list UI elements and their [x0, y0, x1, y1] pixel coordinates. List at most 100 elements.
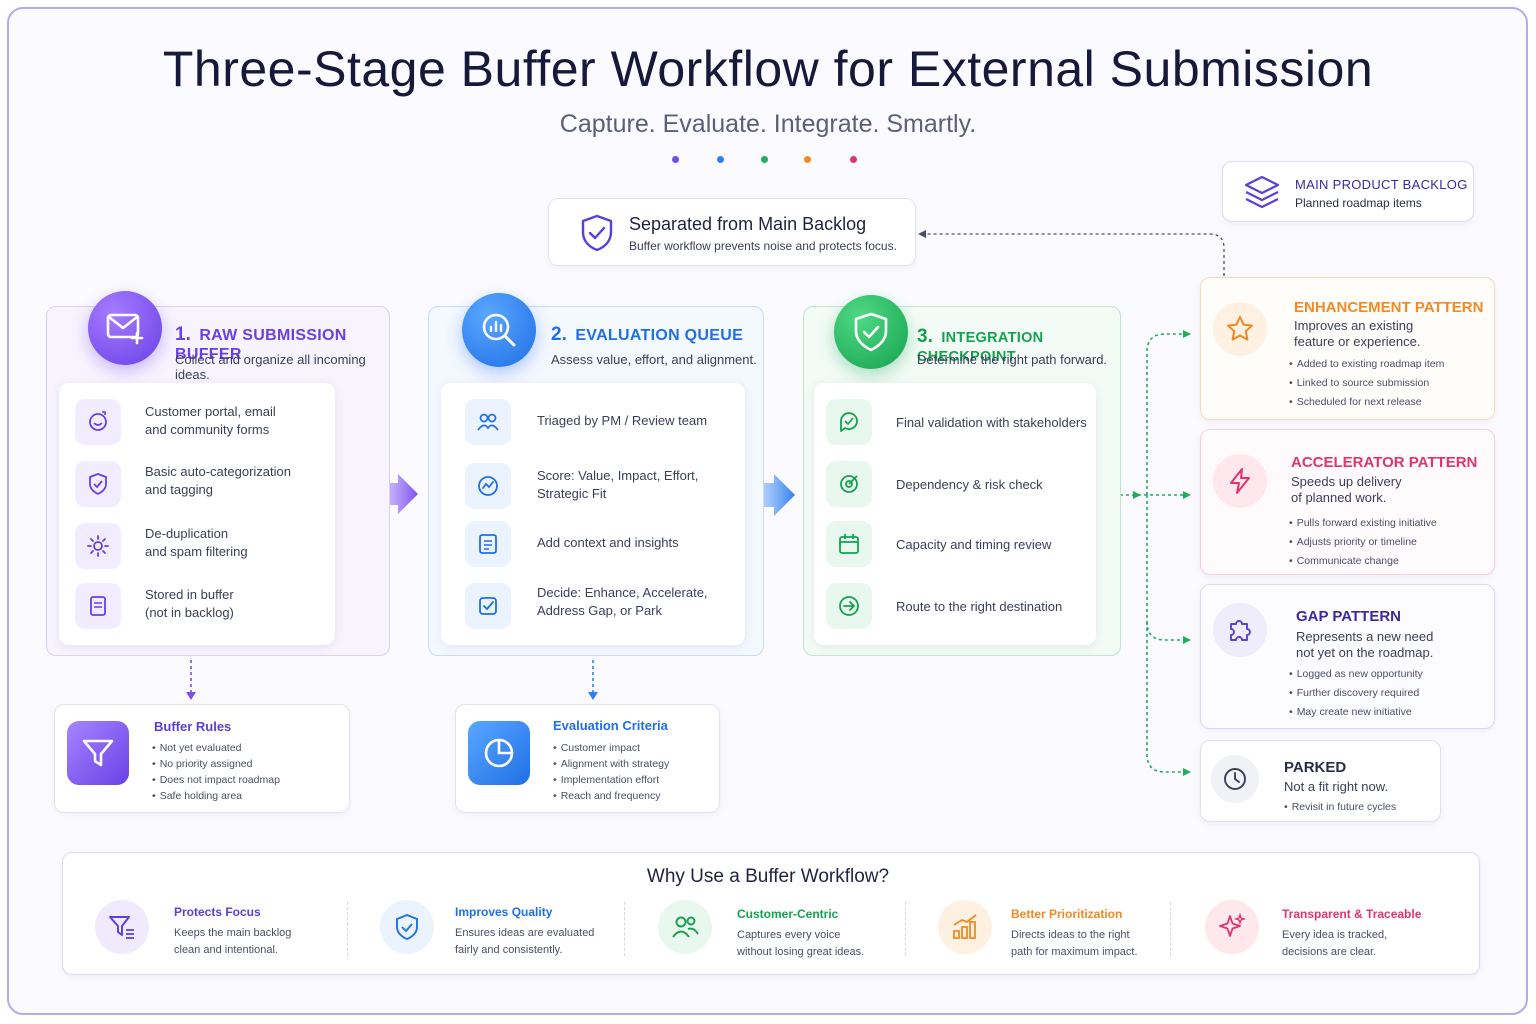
- criteria-item: Alignment with strategy: [553, 756, 670, 772]
- route-arrow-icon: [839, 596, 859, 616]
- accelerator-title: ACCELERATOR PATTERN: [1291, 454, 1478, 471]
- pattern-bullet: Added to existing roadmap item: [1289, 355, 1445, 374]
- stage1-item3-icon: [75, 523, 121, 569]
- pie-chart-icon: [484, 738, 514, 768]
- benefit1-icon-box: [95, 900, 149, 954]
- benefit1-title: Protects Focus: [174, 905, 261, 919]
- gauge-icon: [478, 476, 498, 496]
- backlog-link: [924, 233, 1225, 276]
- benefit3-desc: Captures every voice without losing grea…: [737, 929, 865, 958]
- main-backlog-title: MAIN PRODUCT BACKLOG: [1295, 177, 1468, 192]
- accelerator-pattern-card: ACCELERATOR PATTERN Speeds up delivery o…: [1200, 429, 1495, 575]
- why-divider: [1170, 902, 1171, 956]
- target-icon: [840, 475, 858, 493]
- why-divider: [624, 902, 625, 956]
- enhancement-desc: Improves an existing feature or experien…: [1294, 318, 1421, 349]
- criteria-item: Implementation effort: [553, 772, 669, 788]
- stage2-item1-icon: [465, 399, 511, 445]
- stage3-item3-icon: [826, 521, 872, 567]
- why-divider: [905, 902, 906, 956]
- pattern-bullet: Revisit in future cycles: [1284, 798, 1396, 817]
- stage3-item1-text: Final validation with stakeholders: [896, 415, 1087, 430]
- puzzle-icon: [1230, 620, 1251, 641]
- color-dots: [672, 156, 862, 166]
- notes-icon: [479, 534, 497, 554]
- benefit3-title: Customer-Centric: [737, 907, 839, 921]
- stage1-item1-text: Customer portal, email and community for…: [145, 404, 276, 437]
- separated-card: Separated from Main Backlog Buffer workf…: [548, 198, 916, 266]
- dot-blue: [717, 156, 724, 163]
- stage3-items: Final validation with stakeholders Depen…: [814, 383, 1096, 645]
- stage1-item2-icon: [75, 461, 121, 507]
- gap-desc: Represents a new need not yet on the roa…: [1296, 629, 1434, 660]
- enhancement-pattern-card: ENHANCEMENT PATTERN Improves an existing…: [1200, 277, 1495, 420]
- parked-title: PARKED: [1284, 759, 1347, 776]
- main-backlog-desc: Planned roadmap items: [1295, 196, 1422, 210]
- benefit3-icon-box: [658, 900, 712, 954]
- stage3-item4-icon: [826, 583, 872, 629]
- benefit1-desc: Keeps the main backlog clean and intenti…: [174, 927, 292, 956]
- pattern-bullet: Linked to source submission: [1289, 374, 1444, 393]
- dot-orange: [804, 156, 811, 163]
- stage-raw-submission-buffer: 1. RAW SUBMISSION BUFFER Collect and org…: [46, 291, 390, 656]
- evaluation-criteria-list: Customer impact Alignment with strategy …: [553, 740, 670, 804]
- stage1-item4-text: Stored in buffer (not in backlog): [145, 587, 234, 620]
- benefit-better-prioritization: Better Prioritization Directs ideas to t…: [938, 900, 1163, 960]
- gap-pattern-card: GAP PATTERN Represents a new need not ye…: [1200, 584, 1495, 729]
- pattern-bullet: Scheduled for next release: [1289, 393, 1444, 412]
- separated-desc: Buffer workflow prevents noise and prote…: [629, 239, 897, 253]
- buffer-rule-item: Safe holding area: [152, 788, 280, 804]
- stage3-item3-text: Capacity and timing review: [896, 537, 1052, 552]
- stage1-desc: Collect and organize all incoming ideas.: [175, 352, 366, 382]
- stage1-item1-icon: [75, 399, 121, 445]
- growth-chart-icon: [953, 914, 977, 939]
- star-icon: [1227, 316, 1253, 341]
- enhancement-icon-box: [1213, 302, 1267, 356]
- evaluation-criteria-icon-box: [468, 721, 530, 785]
- evaluation-criteria-title: Evaluation Criteria: [553, 718, 668, 733]
- dot-green: [761, 156, 768, 163]
- buffer-rule-item: No priority assigned: [152, 756, 280, 772]
- stage2-title: EVALUATION QUEUE: [575, 327, 744, 344]
- buffer-rules-title: Buffer Rules: [154, 719, 232, 734]
- stage1-item3-text: De-duplication and spam filtering: [145, 526, 248, 559]
- gear-filter-icon: [87, 535, 109, 557]
- parked-card: PARKED Not a fit right now. Revisit in f…: [1200, 740, 1441, 822]
- buffer-rule-item: Not yet evaluated: [152, 740, 280, 756]
- stage3-item1-icon: [826, 399, 872, 445]
- benefit4-icon-box: [938, 900, 992, 954]
- stage2-desc: Assess value, effort, and alignment.: [551, 352, 757, 367]
- benefit5-desc: Every idea is tracked, decisions are cle…: [1282, 929, 1388, 958]
- dot-purple: [672, 156, 679, 163]
- pattern-bullet: Logged as new opportunity: [1289, 665, 1423, 684]
- benefit4-desc: Directs ideas to the right path for maxi…: [1011, 929, 1138, 958]
- stage2-item3-icon: [465, 521, 511, 567]
- buffer-rules-card: Buffer Rules Not yet evaluated No priori…: [54, 704, 350, 813]
- stage1-badge: [88, 291, 162, 365]
- users-icon: [672, 916, 699, 938]
- stage2-item2-icon: [465, 463, 511, 509]
- stage1-num: 1.: [175, 324, 191, 345]
- funnel-list-icon: [109, 916, 134, 939]
- stage1-item4-icon: [75, 583, 121, 629]
- stage2-num: 2.: [551, 324, 567, 345]
- stage1-items: Customer portal, email and community for…: [59, 383, 335, 645]
- evaluation-criteria-card: Evaluation Criteria Customer impact Alig…: [455, 704, 720, 813]
- sparkle-icon: [1219, 912, 1247, 937]
- layers-icon: [1244, 175, 1280, 209]
- gap-bullets: Logged as new opportunity Further discov…: [1289, 665, 1423, 722]
- lightning-icon: [1230, 468, 1250, 494]
- benefit-improves-quality: Improves Quality Ensures ideas are evalu…: [380, 900, 620, 960]
- separated-title: Separated from Main Backlog: [629, 214, 867, 234]
- accelerator-bullets: Pulls forward existing initiative Adjust…: [1289, 514, 1437, 571]
- enhancement-bullets: Added to existing roadmap item Linked to…: [1289, 355, 1445, 412]
- gap-icon-box: [1213, 603, 1267, 657]
- criteria-item: Reach and frequency: [553, 788, 669, 804]
- stage3-desc: Determine the right path forward.: [917, 352, 1108, 367]
- stage2-badge: [462, 293, 536, 367]
- page-title: Three-Stage Buffer Workflow for External…: [162, 41, 1374, 97]
- benefit2-title: Improves Quality: [455, 905, 553, 919]
- mail-plus-icon: [106, 313, 144, 345]
- stage3-heading: 3. INTEGRATION CHECKPOINT: [917, 326, 1120, 366]
- shield-tag-icon: [89, 473, 107, 496]
